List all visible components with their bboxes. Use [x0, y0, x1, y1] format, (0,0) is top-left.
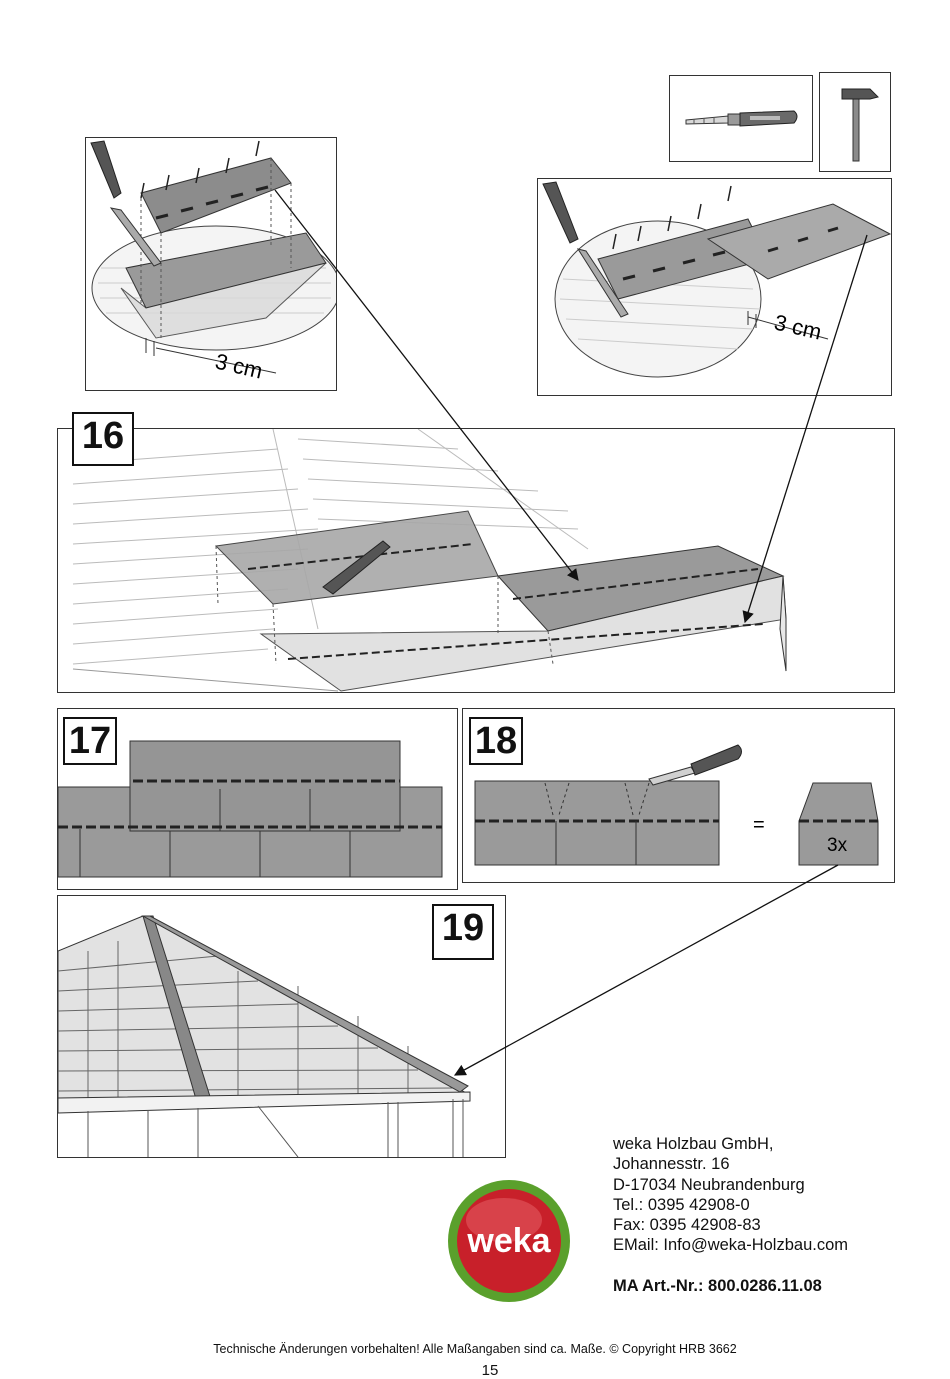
footer-notice: Technische Änderungen vorbehalten! Alle …	[213, 1342, 737, 1356]
cutter-knife-icon	[685, 110, 798, 127]
arrow-step-18-to-19	[453, 864, 839, 1076]
detail-nailing-right: 3 cm	[537, 178, 892, 396]
company-email[interactable]: EMail: Info@weka-Holzbau.com	[613, 1236, 849, 1255]
company-info: weka Holzbau GmbH, Johannesstr. 16 D-170…	[613, 1134, 848, 1296]
company-fax: Fax: 0395 42908-83	[613, 1216, 761, 1235]
step-number-18: 18	[469, 717, 523, 765]
step-number-17: 17	[63, 717, 117, 765]
page-number: 15	[481, 1362, 499, 1379]
weka-logo: weka	[446, 1178, 572, 1304]
article-number: MA Art.-Nr.: 800.0286.11.08	[613, 1276, 822, 1295]
detail-nailing-left: 3 cm	[85, 137, 341, 391]
step-number-16: 16	[72, 412, 134, 466]
arrow-detail-left	[274, 189, 579, 581]
company-name: weka Holzbau GmbH,	[613, 1135, 774, 1153]
company-tel: Tel.: 0395 42908-0	[613, 1195, 750, 1214]
hammer-tool-box	[819, 72, 891, 172]
step-17-frame	[57, 708, 458, 890]
step-number-19: 19	[432, 904, 494, 960]
arrow-detail-right	[742, 234, 868, 624]
company-city: D-17034 Neubrandenburg	[613, 1175, 805, 1194]
step-19-frame	[57, 895, 506, 1158]
step-16-frame	[57, 428, 895, 693]
cutter-tool-box	[669, 75, 813, 162]
svg-text:weka: weka	[466, 1222, 551, 1260]
equals-sign: =	[753, 814, 765, 836]
step-18-frame: = 3x	[462, 708, 895, 883]
company-street: Johannesstr. 16	[613, 1155, 730, 1174]
multiplier-label: 3x	[827, 835, 848, 856]
hammer-icon	[841, 88, 879, 162]
